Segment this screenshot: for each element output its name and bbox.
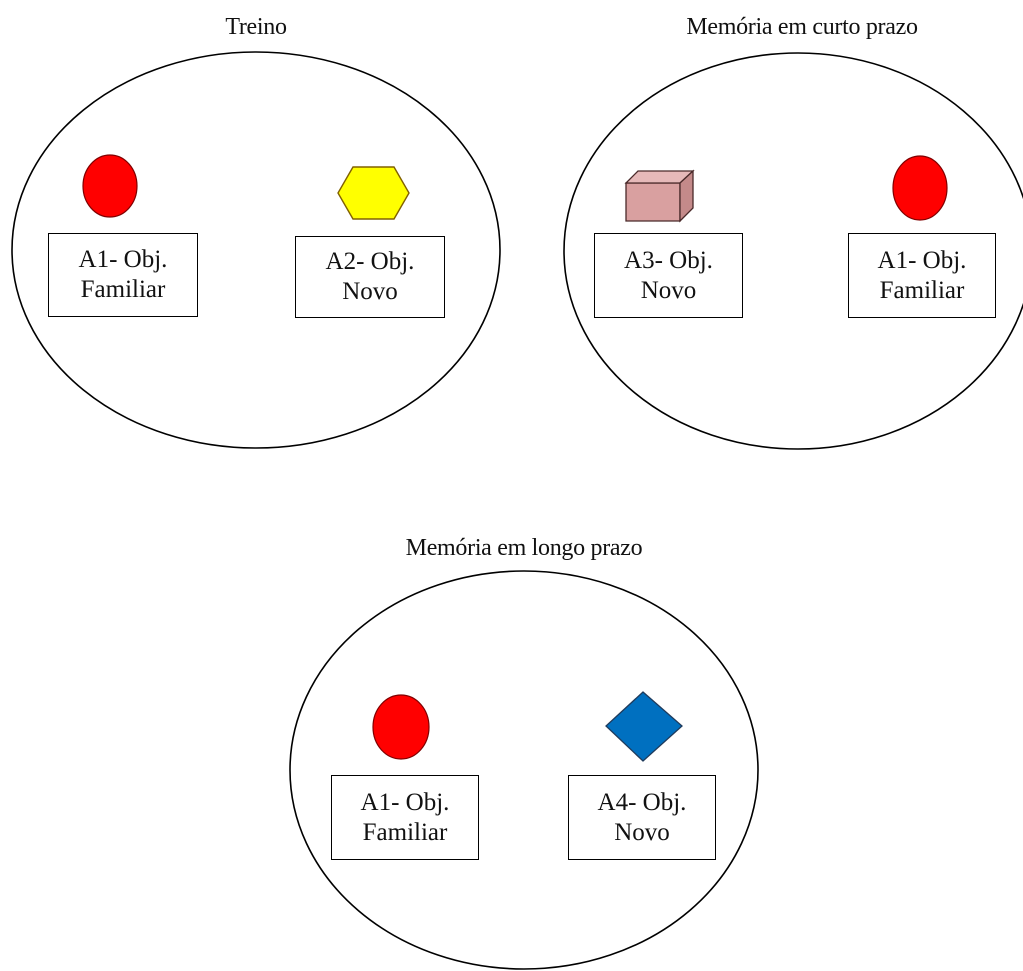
object-label-box: A2- Obj. Novo bbox=[295, 236, 445, 318]
object-code: A1- Obj. bbox=[360, 788, 450, 816]
red-circle-object bbox=[892, 155, 948, 221]
object-code: A2- Obj. bbox=[325, 248, 415, 275]
blue-diamond-object bbox=[605, 691, 683, 762]
object-kind: Novo bbox=[640, 276, 697, 304]
object-code: A1- Obj. bbox=[877, 246, 967, 274]
pink-cube-object bbox=[624, 169, 695, 223]
arena-ellipse-longo-prazo bbox=[289, 570, 759, 970]
object-code: A1- Obj. bbox=[78, 246, 168, 273]
red-circle-object bbox=[372, 694, 430, 760]
arena-ellipse-curto-prazo bbox=[563, 52, 1023, 450]
arena-title-treino: Treino bbox=[225, 14, 287, 40]
object-label-box: A3- Obj. Novo bbox=[594, 233, 743, 318]
object-label-box: A4- Obj. Novo bbox=[568, 775, 716, 860]
object-kind: Familiar bbox=[362, 818, 448, 846]
object-label-box: A1- Obj. Familiar bbox=[48, 233, 198, 317]
object-label-box: A1- Obj. Familiar bbox=[848, 233, 996, 318]
object-code: A4- Obj. bbox=[597, 788, 687, 816]
object-kind: Novo bbox=[342, 278, 398, 305]
arena-title-longo-prazo: Memória em longo prazo bbox=[405, 535, 643, 561]
arena-ellipse-treino bbox=[11, 51, 501, 449]
object-kind: Novo bbox=[614, 818, 670, 846]
red-circle-object bbox=[82, 154, 138, 218]
object-kind: Familiar bbox=[879, 276, 965, 304]
yellow-hexagon-object bbox=[337, 166, 410, 220]
object-label-box: A1- Obj. Familiar bbox=[331, 775, 479, 860]
arena-title-curto-prazo: Memória em curto prazo bbox=[686, 14, 918, 40]
object-code: A3- Obj. bbox=[624, 246, 713, 274]
object-kind: Familiar bbox=[80, 276, 166, 303]
